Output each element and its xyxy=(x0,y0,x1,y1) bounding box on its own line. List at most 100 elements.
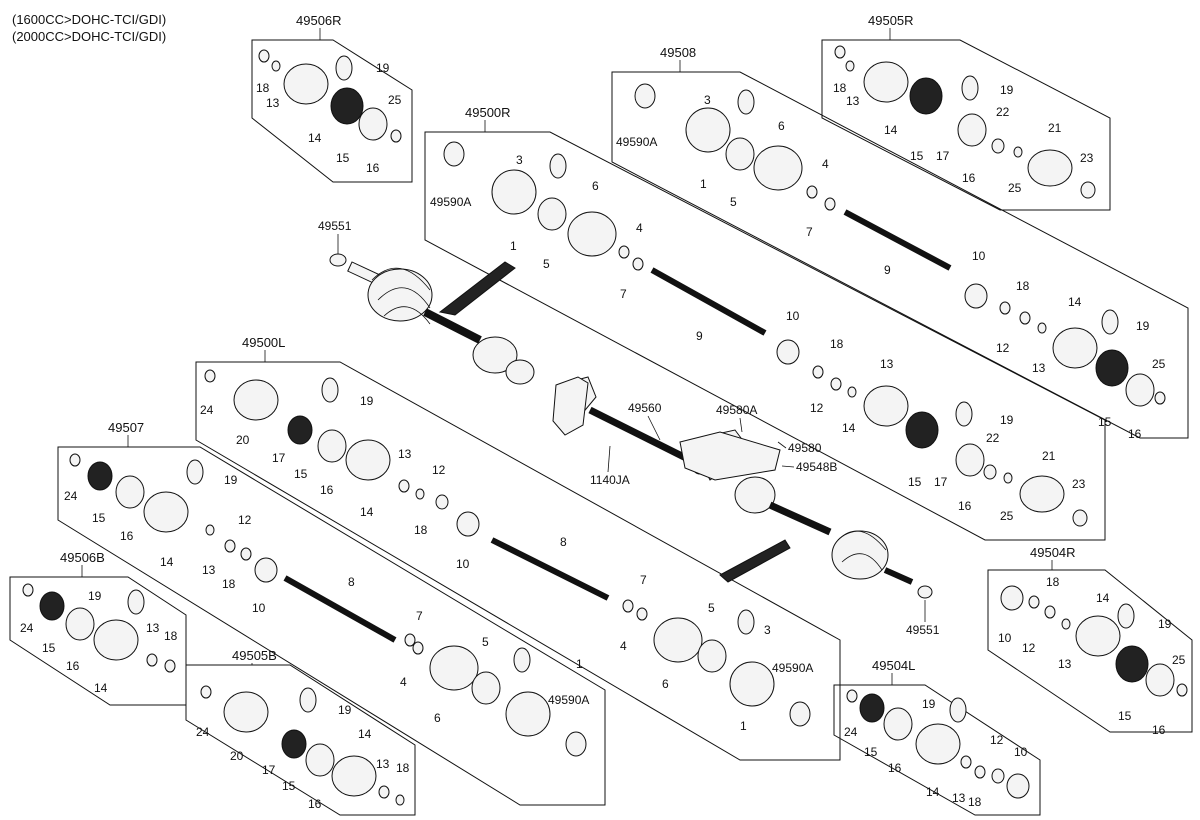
label-49580A[interactable]: 49580A xyxy=(716,403,757,417)
callout-g49507-11[interactable]: 4 xyxy=(400,675,407,689)
callout-g49505B-6[interactable]: 14 xyxy=(358,727,372,741)
callout-g49508-8[interactable]: 10 xyxy=(972,249,986,263)
callout-g49504L-2[interactable]: 16 xyxy=(888,761,902,775)
group-label-49508[interactable]: 49508 xyxy=(660,45,696,60)
callout-g49505B-2[interactable]: 19 xyxy=(338,703,352,717)
callout-g49504R-1[interactable]: 10 xyxy=(998,631,1012,645)
callout-g49500R-13[interactable]: 19 xyxy=(1000,413,1014,427)
group-label-49504R[interactable]: 49504R xyxy=(1030,545,1076,560)
callout-g49508-5[interactable]: 4 xyxy=(822,157,829,171)
callout-mid49507-4[interactable]: 6 xyxy=(662,677,669,691)
callout-g49504R-2[interactable]: 12 xyxy=(1022,641,1036,655)
callout-g49504R-3[interactable]: 14 xyxy=(1096,591,1110,605)
callout-g49500L-9[interactable]: 12 xyxy=(432,463,446,477)
callout-g49500L-7[interactable]: 13 xyxy=(398,447,412,461)
callout-g49504L-0[interactable]: 24 xyxy=(844,725,858,739)
callout-g49500L-4[interactable]: 15 xyxy=(294,467,308,481)
callout-g49507-1[interactable]: 15 xyxy=(92,511,106,525)
callout-g49508-2[interactable]: 1 xyxy=(700,177,707,191)
callout-g49507-4[interactable]: 19 xyxy=(224,473,238,487)
callout-g49508-7[interactable]: 9 xyxy=(884,263,891,277)
callout-g49506R-4[interactable]: 19 xyxy=(376,61,390,75)
callout-g49508-16[interactable]: 16 xyxy=(1128,427,1142,441)
callout-g49504R-7[interactable]: 15 xyxy=(1118,709,1132,723)
label-49551-bottom[interactable]: 49551 xyxy=(906,623,940,637)
callout-g49507-15[interactable]: 1 xyxy=(576,657,583,671)
callout-g49504L-1[interactable]: 15 xyxy=(864,745,878,759)
callout-g49500L-10[interactable]: 10 xyxy=(456,557,470,571)
callout-g49500R-6[interactable]: 7 xyxy=(620,287,627,301)
callout-g49508-11[interactable]: 14 xyxy=(1068,295,1082,309)
callout-mid49507-0[interactable]: 8 xyxy=(560,535,567,549)
callout-g49506R-5[interactable]: 25 xyxy=(388,93,402,107)
group-label-49505R[interactable]: 49505R xyxy=(868,13,914,28)
callout-g49504R-4[interactable]: 13 xyxy=(1058,657,1072,671)
callout-g49500L-8[interactable]: 18 xyxy=(414,523,428,537)
group-label-49500L[interactable]: 49500L xyxy=(242,335,285,350)
callout-g49507-6[interactable]: 18 xyxy=(222,577,236,591)
group-label-49506R[interactable]: 49506R xyxy=(296,13,342,28)
callout-g49505B-1[interactable]: 20 xyxy=(230,749,244,763)
callout-g49500R-2[interactable]: 1 xyxy=(510,239,517,253)
callout-g49500L-2[interactable]: 19 xyxy=(360,394,374,408)
callout-g49506R-1[interactable]: 13 xyxy=(266,96,280,110)
callout-g49507-3[interactable]: 14 xyxy=(160,555,174,569)
callout-g49504R-5[interactable]: 19 xyxy=(1158,617,1172,631)
callout-g49500R-7[interactable]: 9 xyxy=(696,329,703,343)
callout-g49500R-1[interactable]: 3 xyxy=(516,153,523,167)
callout-g49506R-6[interactable]: 16 xyxy=(366,161,380,175)
callout-g49506R-0[interactable]: 18 xyxy=(256,81,270,95)
callout-g49506R-2[interactable]: 14 xyxy=(308,131,322,145)
callout-g49507-12[interactable]: 6 xyxy=(434,711,441,725)
callout-g49505R-9[interactable]: 25 xyxy=(1008,181,1022,195)
callout-g49507-13[interactable]: 5 xyxy=(482,635,489,649)
label-49560[interactable]: 49560 xyxy=(628,401,662,415)
callout-g49508-4[interactable]: 6 xyxy=(778,119,785,133)
callout-g49500R-9[interactable]: 18 xyxy=(830,337,844,351)
callout-g49507-9[interactable]: 8 xyxy=(348,575,355,589)
callout-g49500R-18[interactable]: 21 xyxy=(1042,449,1056,463)
callout-g49504L-4[interactable]: 14 xyxy=(926,785,940,799)
group-label-49506B[interactable]: 49506B xyxy=(60,550,105,565)
callout-g49507-0[interactable]: 24 xyxy=(64,489,78,503)
callout-g49507-16[interactable]: 49590A xyxy=(548,693,589,707)
callout-g49500R-14[interactable]: 22 xyxy=(986,431,1000,445)
callout-g49500R-8[interactable]: 10 xyxy=(786,309,800,323)
callout-g49500L-1[interactable]: 20 xyxy=(236,433,250,447)
callout-g49500R-16[interactable]: 17 xyxy=(934,475,948,489)
callout-g49505R-4[interactable]: 17 xyxy=(936,149,950,163)
callout-g49506B-3[interactable]: 14 xyxy=(94,681,108,695)
callout-g49500R-3[interactable]: 5 xyxy=(543,257,550,271)
callout-g49508-0[interactable]: 49590A xyxy=(616,135,657,149)
callout-g49508-6[interactable]: 7 xyxy=(806,225,813,239)
callout-g49507-10[interactable]: 7 xyxy=(416,609,423,623)
callout-mid49507-7[interactable]: 49590A xyxy=(772,661,813,675)
callout-g49500R-15[interactable]: 15 xyxy=(908,475,922,489)
callout-g49505R-2[interactable]: 14 xyxy=(884,123,898,137)
callout-g49505B-0[interactable]: 24 xyxy=(196,725,210,739)
callout-g49500L-3[interactable]: 17 xyxy=(272,451,286,465)
callout-g49508-10[interactable]: 12 xyxy=(996,341,1010,355)
callout-g49505R-5[interactable]: 19 xyxy=(1000,83,1014,97)
callout-g49508-14[interactable]: 25 xyxy=(1152,357,1166,371)
callout-mid49507-1[interactable]: 7 xyxy=(640,573,647,587)
callout-g49504L-6[interactable]: 18 xyxy=(968,795,982,809)
callout-g49505B-5[interactable]: 16 xyxy=(308,797,322,811)
group-label-49500R[interactable]: 49500R xyxy=(465,105,511,120)
callout-g49505R-6[interactable]: 22 xyxy=(996,105,1010,119)
callout-g49508-3[interactable]: 5 xyxy=(730,195,737,209)
callout-g49508-9[interactable]: 18 xyxy=(1016,279,1030,293)
callout-g49506B-1[interactable]: 15 xyxy=(42,641,56,655)
callout-g49504R-0[interactable]: 18 xyxy=(1046,575,1060,589)
callout-mid49507-5[interactable]: 3 xyxy=(764,623,771,637)
callout-g49500R-10[interactable]: 12 xyxy=(810,401,824,415)
callout-g49500L-6[interactable]: 14 xyxy=(360,505,374,519)
callout-g49505B-4[interactable]: 15 xyxy=(282,779,296,793)
callout-g49507-8[interactable]: 10 xyxy=(252,601,266,615)
callout-g49500L-5[interactable]: 16 xyxy=(320,483,334,497)
callout-g49505B-8[interactable]: 18 xyxy=(396,761,410,775)
label-49548B[interactable]: 49548B xyxy=(796,460,837,474)
callout-g49508-13[interactable]: 19 xyxy=(1136,319,1150,333)
callout-g49504L-7[interactable]: 12 xyxy=(990,733,1004,747)
callout-g49506B-2[interactable]: 16 xyxy=(66,659,80,673)
